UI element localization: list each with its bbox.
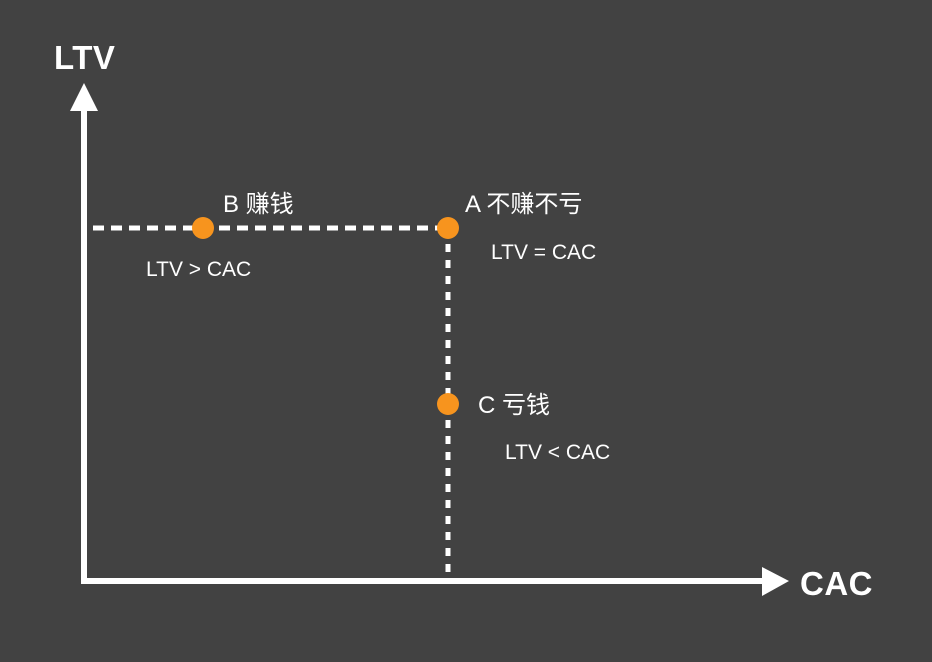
point-a-sublabel: LTV = CAC <box>491 241 597 264</box>
point-b-dot <box>192 217 214 239</box>
point-a-dot <box>437 217 459 239</box>
point-b-label: B 赚钱 <box>223 191 294 218</box>
point-c-label: C 亏钱 <box>478 392 550 419</box>
y-axis-arrowhead-icon <box>70 83 98 111</box>
point-b-sublabel: LTV > CAC <box>146 258 252 281</box>
x-axis-label: CAC <box>800 565 873 602</box>
point-c-sublabel: LTV < CAC <box>505 441 611 464</box>
point-c-dot <box>437 393 459 415</box>
x-axis-line <box>81 578 763 584</box>
point-a-label: A 不赚不亏 <box>465 191 583 218</box>
y-axis-label: LTV <box>54 39 116 76</box>
x-axis-arrowhead-icon <box>762 567 789 596</box>
y-axis-line <box>81 106 87 584</box>
